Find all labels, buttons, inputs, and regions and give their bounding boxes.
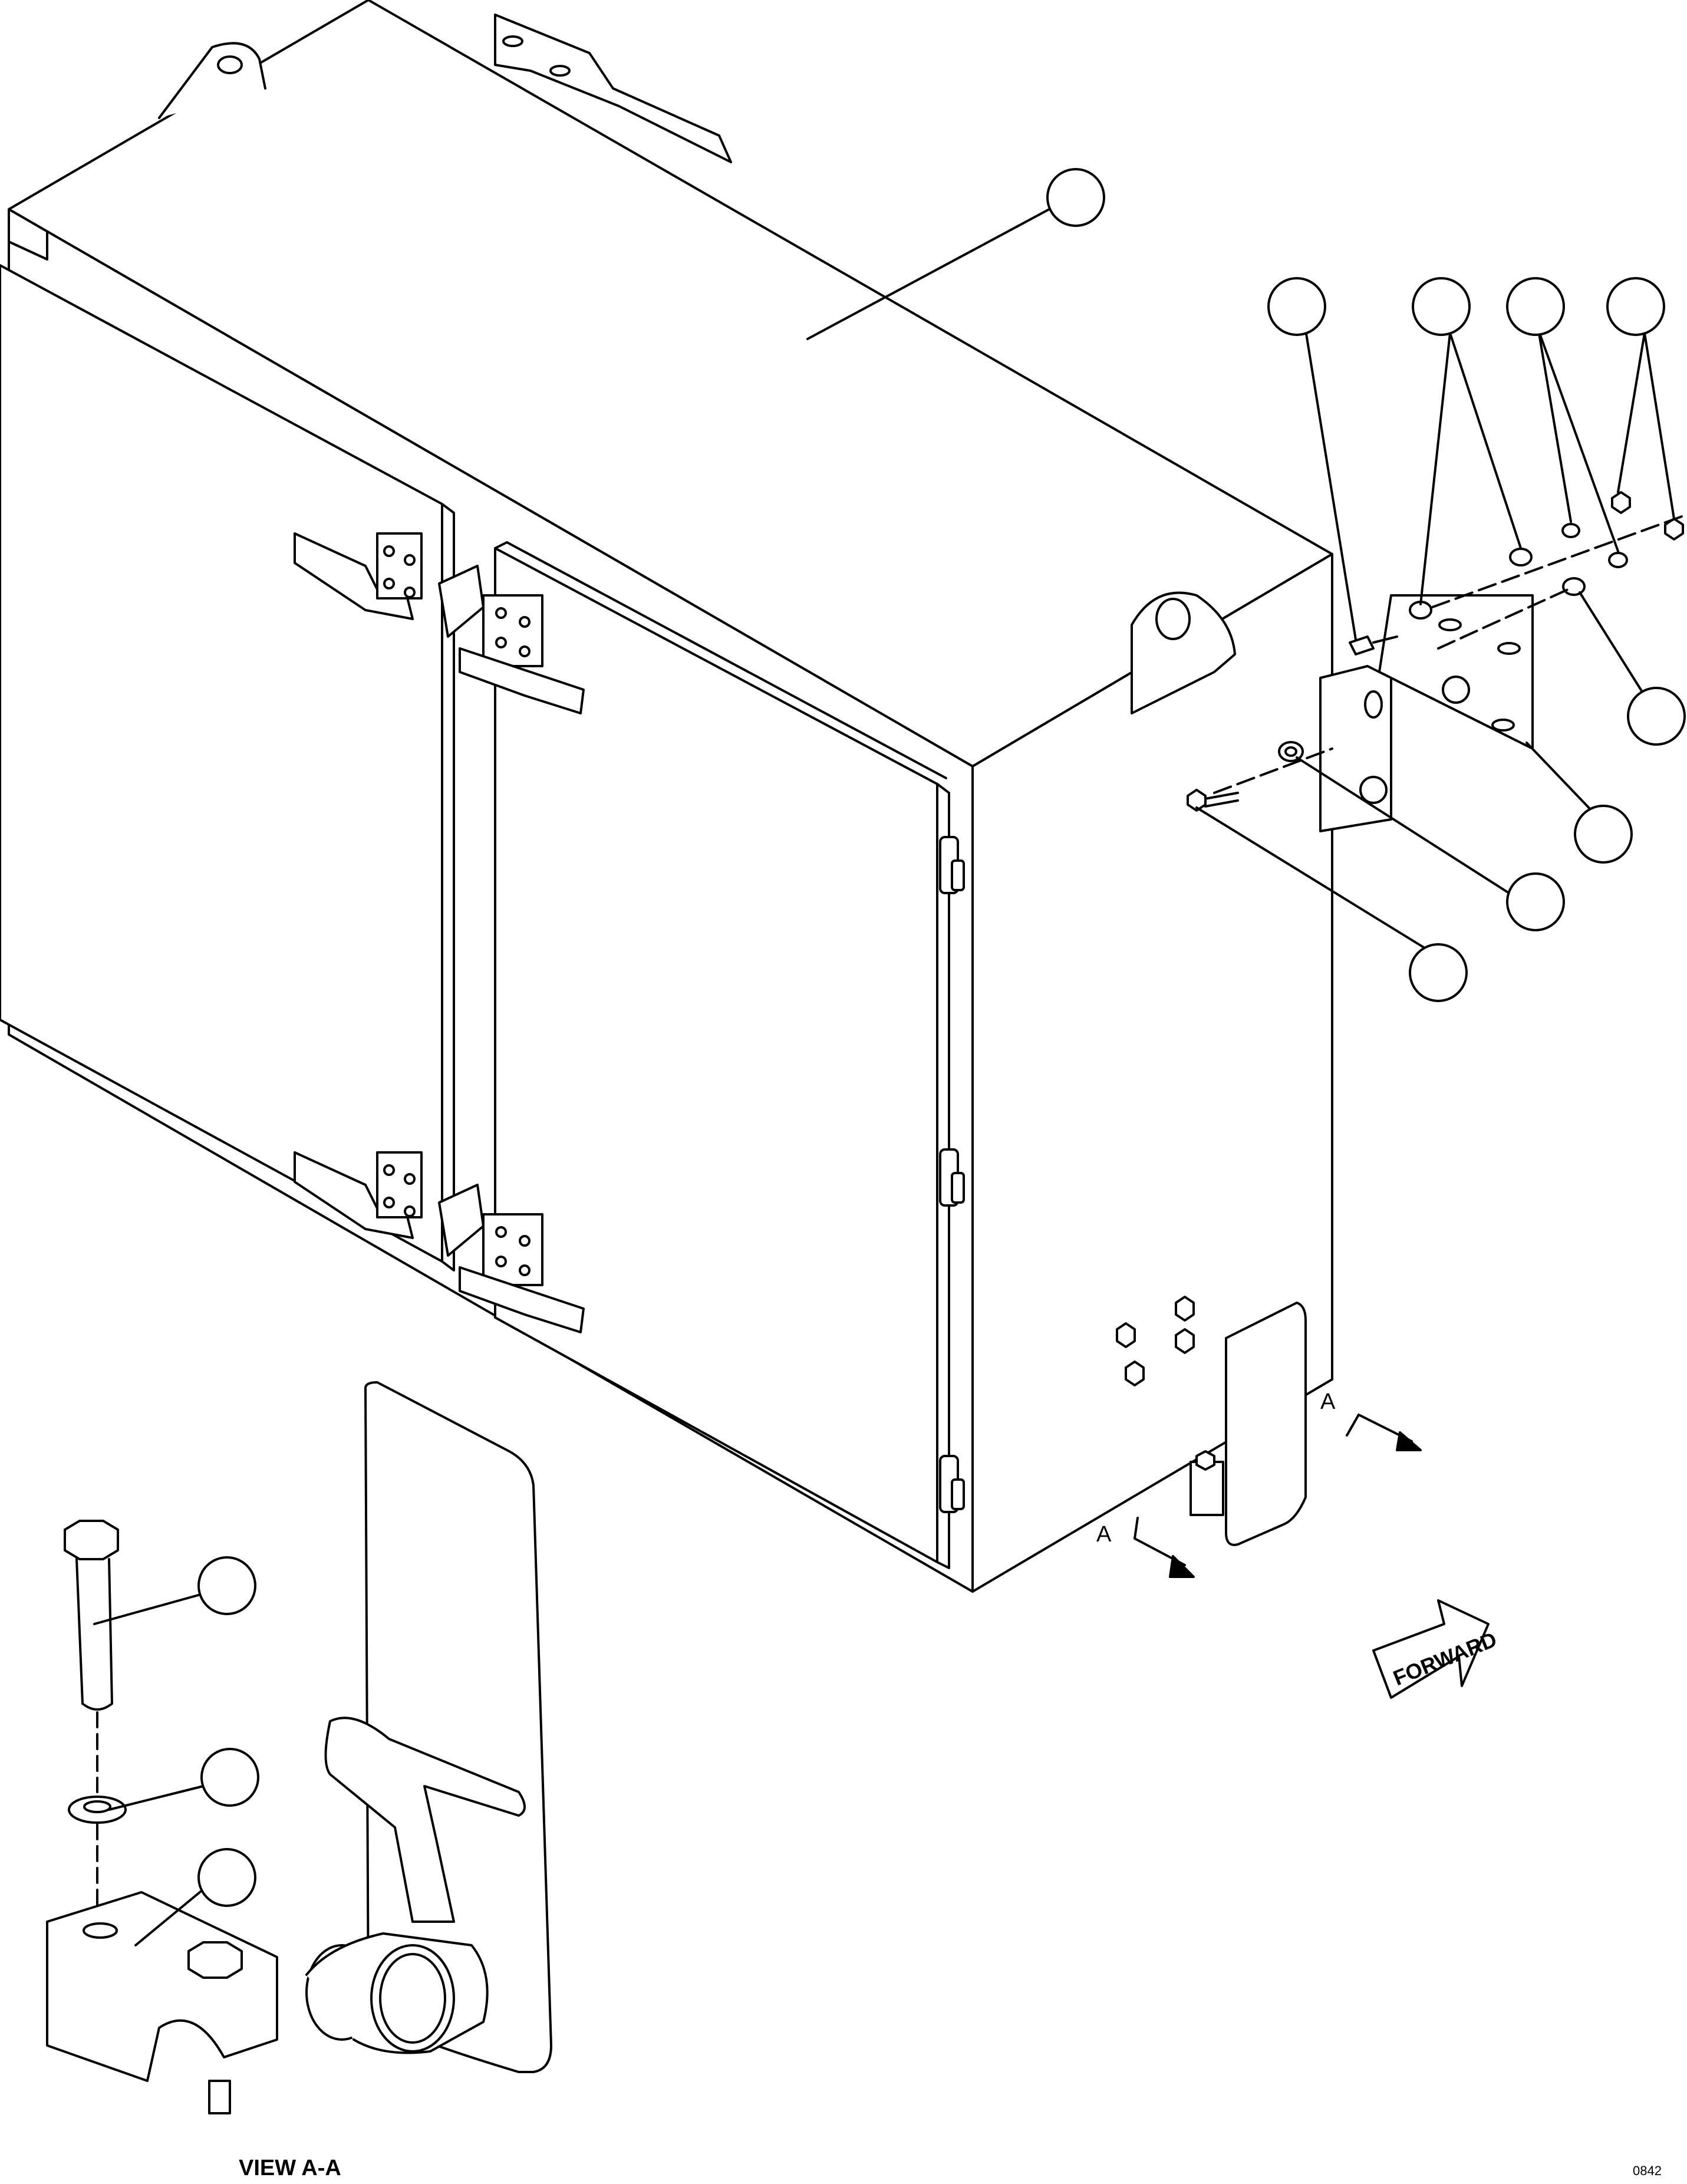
- door-hinges: [939, 836, 965, 1513]
- side-handle: [1190, 1302, 1307, 1546]
- view-label: VIEW A-A: [239, 2156, 341, 2180]
- side-face-nuts: [1116, 1296, 1195, 1386]
- callout-circle: [197, 1848, 256, 1907]
- callout-circle: [197, 1556, 256, 1615]
- callout-circle: [1506, 872, 1565, 931]
- callout-circle: [200, 1748, 259, 1807]
- handle-lever: [324, 1717, 526, 1923]
- view-callout-leaders: [93, 1593, 205, 1946]
- section-arrows: [1134, 1414, 1422, 1578]
- callout-circle: [1046, 168, 1105, 227]
- mounting-bracket-plate: [1378, 594, 1534, 750]
- lifting-lug-top: [158, 42, 266, 119]
- forward-arrow: [1372, 1599, 1490, 1699]
- callout-circle: [1409, 943, 1468, 1002]
- lower-latches: [294, 1151, 585, 1333]
- callout-circle: [1506, 277, 1565, 336]
- exploded-fasteners: [1187, 491, 1687, 812]
- callout-circle: [1267, 277, 1326, 336]
- view-callout-circles: [197, 1556, 259, 1907]
- callout-circle: [1627, 687, 1686, 746]
- section-marker-a-left: A: [1096, 1522, 1112, 1547]
- rear-mounting-flange: [494, 14, 732, 163]
- callout-circle: [1412, 277, 1471, 336]
- left-door: [0, 264, 455, 1271]
- detail-washer: [68, 1796, 127, 1824]
- view-a-a-detail: [46, 1381, 552, 2114]
- section-marker-a-right: A: [1320, 1389, 1336, 1414]
- callout-circle: [1606, 277, 1665, 336]
- mounting-bracket-vertical: [1319, 665, 1392, 832]
- callout-circle: [1574, 805, 1633, 864]
- detail-bolt: [64, 1520, 119, 1560]
- figure-code: 0842: [1633, 2163, 1662, 2178]
- callout-leaders: [806, 208, 1675, 950]
- upper-latches: [294, 532, 585, 714]
- detail-clamp-block: [46, 1891, 278, 2082]
- callout-circles: [1046, 168, 1686, 1002]
